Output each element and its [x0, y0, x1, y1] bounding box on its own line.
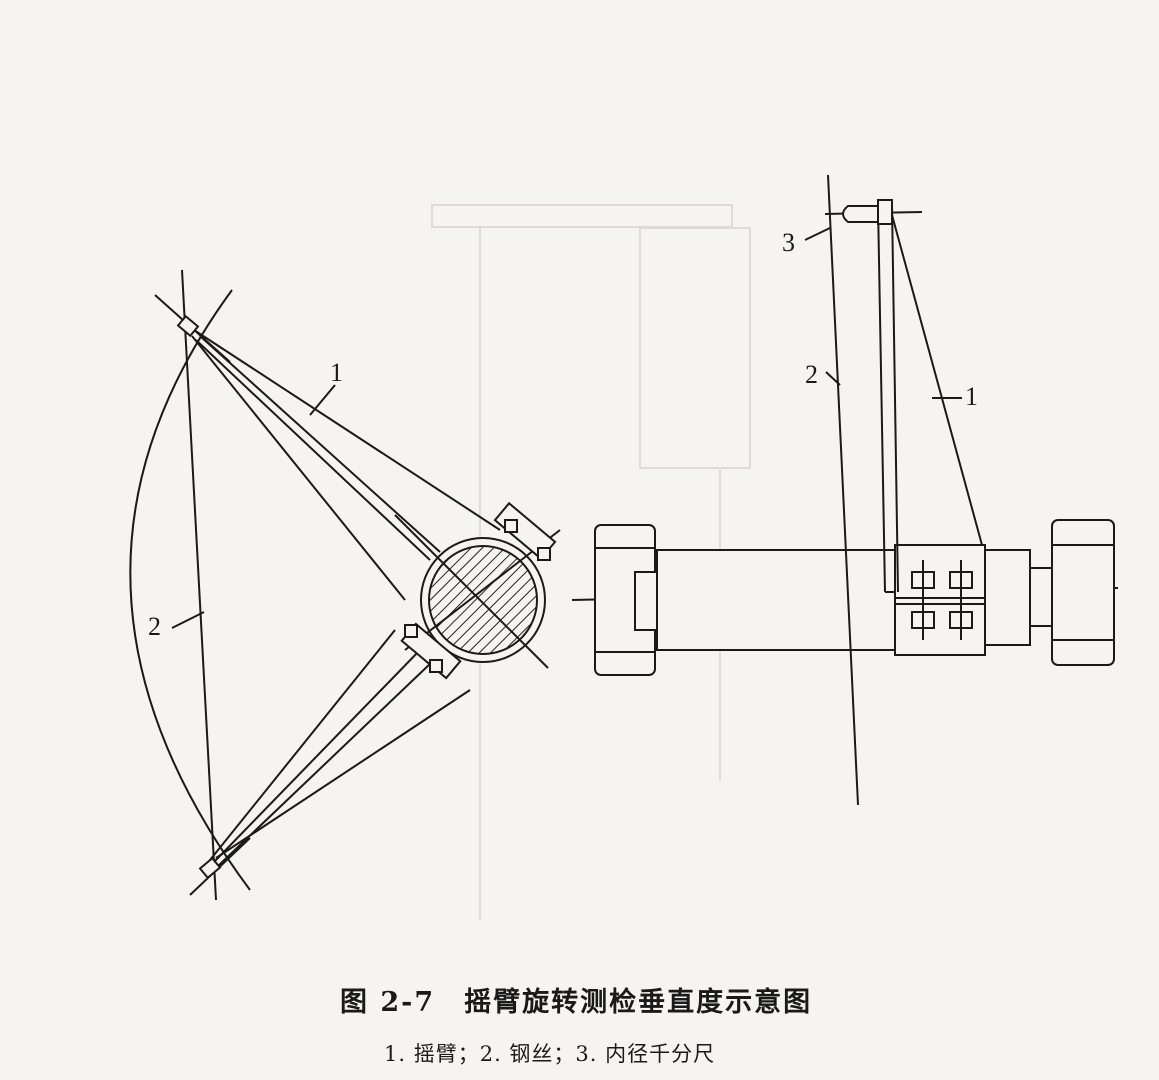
label-wire-right: 2	[805, 360, 818, 389]
clamp-bolts	[895, 560, 985, 640]
swing-arc	[129, 289, 251, 891]
steel-wire-left	[181, 269, 217, 901]
rocker-arm	[877, 204, 886, 593]
right-flange	[1051, 519, 1115, 666]
figure-legend: 1. 摇臂；2. 钢丝；3. 内径千分尺	[384, 1042, 716, 1066]
label-arm-right: 1	[965, 382, 978, 411]
label-arm-left: 1	[330, 358, 343, 387]
left-view	[129, 269, 561, 901]
figure-title: 图 2-7 摇臂旋转测检垂直度示意图	[340, 987, 813, 1018]
upper-arm	[193, 329, 501, 531]
steel-wire-right	[827, 174, 859, 806]
label-micrometer: 3	[782, 228, 795, 257]
right-view	[571, 174, 1119, 806]
shaft	[656, 549, 896, 651]
lower-arm	[213, 649, 421, 863]
label-wire-left: 2	[148, 612, 161, 641]
arm-clamp	[894, 544, 986, 656]
